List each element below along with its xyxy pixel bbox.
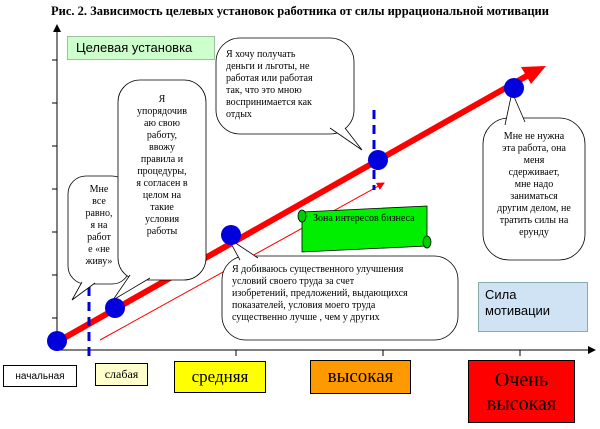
bubble-line: деньги и льготы, не (226, 61, 310, 72)
bubble-line: Я (158, 94, 166, 105)
bubble-line: мне надо (514, 179, 554, 190)
bubble-line: живу» (85, 256, 113, 267)
bubble-line: Я добиваюсь существенного улучшения (232, 264, 404, 275)
bubble-line: все (92, 196, 106, 207)
bubble-line: изобретений, предложений, выдающихся (232, 288, 408, 299)
point-initial (47, 331, 67, 351)
bubble-line: Мне (89, 184, 109, 195)
level-medium-label: средняя (191, 367, 249, 386)
level-weak-label: слабая (104, 367, 139, 381)
level-initial: начальная (3, 365, 77, 387)
bubble-line: я на (90, 220, 108, 231)
bubble-line: работу, (146, 130, 178, 141)
y-ticks (52, 59, 57, 319)
bubble-line: равно, (85, 208, 113, 219)
bubble-5-shape (221, 237, 459, 341)
point-medium (221, 225, 241, 245)
bubble-line: работы (146, 226, 178, 237)
bubble-line: отдых (226, 109, 252, 120)
level-initial-label: начальная (15, 370, 65, 382)
main-red-arrow-line (55, 70, 534, 345)
bubble-3-shape (215, 37, 363, 151)
bubble-line: Мне не нужна (503, 131, 565, 142)
bubble-line: ввожу (148, 142, 176, 153)
x-axis-label: Сила мотивации (478, 282, 588, 332)
main-red-arrowhead (521, 66, 546, 84)
bubble-line: такие (150, 202, 174, 213)
bubble-line: существенно лучше , чем у других (232, 312, 380, 323)
bubble-line: работая или работая (226, 73, 313, 84)
level-high-label: высокая (327, 366, 394, 387)
level-medium: средняя (174, 361, 266, 393)
bubble-line: аю свою (144, 118, 180, 129)
bubble-line: условия (144, 214, 180, 225)
point-very-high (504, 78, 524, 98)
bubble-line: целом на (142, 190, 182, 201)
bubble-line: сдерживает, (508, 167, 560, 178)
point-high (368, 150, 388, 170)
level-weak: слабая (95, 363, 148, 386)
bubble-line: правила и (140, 154, 184, 165)
motivation-points (47, 78, 524, 351)
bubble-line: е «не (88, 244, 110, 255)
bubble-line: заниматься (510, 191, 558, 202)
bubble-line: я согласен в (136, 178, 188, 189)
bubble-line: так, что это мною (226, 85, 302, 96)
bubble-line: упорядочив (137, 106, 187, 117)
bubble-line: показателей, условия моего труда (232, 300, 376, 311)
x-ticks (235, 350, 521, 356)
bubble-line: ерунду (519, 227, 549, 238)
bubble-line: меня (523, 155, 545, 166)
y-axis-label: Целевая установка (67, 36, 215, 60)
bubble-line: Я хочу получать (226, 49, 296, 60)
level-very-high-label: Очень высокая (486, 368, 557, 415)
bubble-line: работ (87, 232, 111, 243)
bubble-line: воспринимается как (226, 97, 312, 108)
zone-scroll (297, 205, 432, 253)
zone-label: Зона интересов бизнеса (313, 213, 415, 224)
bubble-1-shape (67, 175, 131, 301)
bubble-line: условий своего труда за счет (232, 276, 355, 287)
bubble-2-shape (112, 79, 207, 301)
level-high: высокая (310, 360, 411, 394)
bubble-line: другим делом, не (497, 203, 571, 214)
bubble-line: процедуры, (137, 166, 187, 177)
level-very-high: Очень высокая (468, 360, 575, 423)
bubble-line: тратить силы на (499, 215, 569, 226)
point-weak (105, 298, 125, 318)
bubble-4-shape (482, 90, 586, 261)
page-title: Рис. 2. Зависимость целевых установок ра… (51, 4, 549, 18)
bubble-line: эта работа, она (502, 143, 566, 154)
